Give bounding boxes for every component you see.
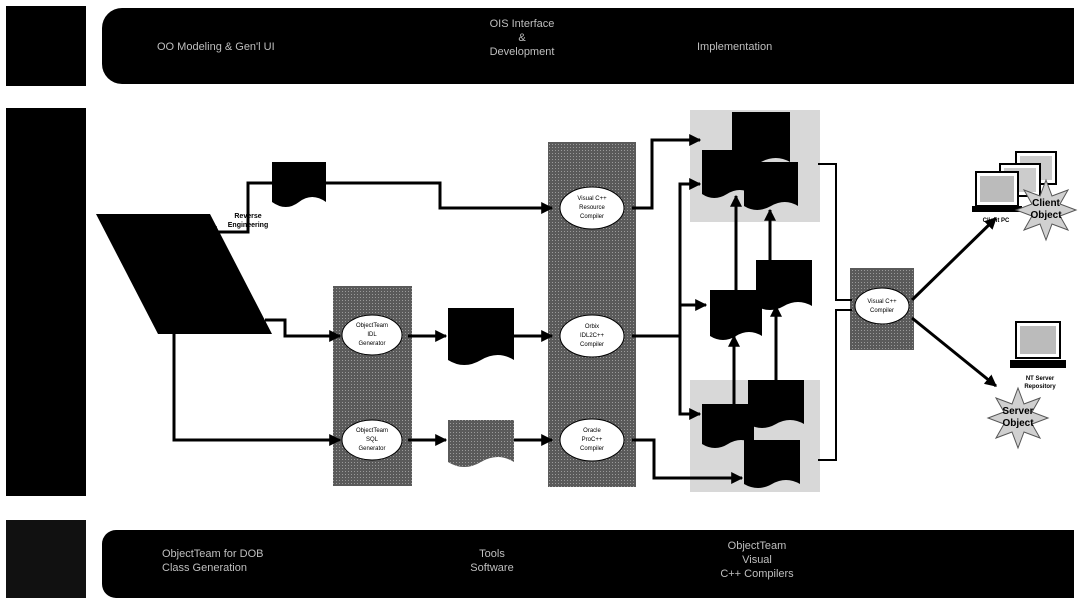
client-pc-label: Client PC: [983, 218, 1010, 224]
file-doc-4: [756, 260, 812, 310]
connector-resource-to-files: [632, 140, 700, 208]
connector-model-to-sql: [174, 334, 340, 440]
resource-compiler-line2: Resource: [579, 205, 605, 211]
reverse-doc: [272, 162, 326, 207]
visual-compiler-line2: Compiler: [870, 308, 894, 314]
visual-compiler-cloud: Visual C++ Compiler: [855, 288, 909, 324]
sql-doc: [448, 420, 514, 467]
connector-doc-to-resource: [326, 183, 552, 208]
connector-compiler-to-server: [912, 318, 996, 386]
resource-compiler-cloud: Visual C++ Resource Compiler: [560, 187, 624, 229]
idl-doc: [448, 308, 514, 365]
orbix-compiler-line2: IDL2C++: [580, 333, 605, 339]
idl-generator-line1: ObjectTeam: [356, 323, 388, 329]
connector-files-to-compiler: [818, 164, 852, 300]
proc-compiler-cloud: Oracle ProC++ Compiler: [560, 419, 624, 461]
resource-compiler-line1: Visual C++: [577, 196, 607, 202]
connector-model-to-idl: [265, 320, 340, 336]
file-doc-5: [710, 290, 762, 340]
sql-generator-line2: SQL: [366, 437, 379, 443]
reverse-engineering-line1: Reverse: [234, 213, 261, 220]
sql-generator-cloud: ObjectTeam SQL Generator: [342, 420, 402, 460]
idl-generator-cloud: ObjectTeam IDL Generator: [342, 315, 402, 355]
sql-generator-line3: Generator: [358, 446, 385, 452]
client-object-line2: Object: [1030, 210, 1062, 221]
nt-server-label-line2: Repository: [1024, 384, 1056, 390]
orbix-compiler-cloud: Orbix IDL2C++ Compiler: [560, 315, 624, 357]
proc-compiler-line1: Oracle: [583, 428, 601, 434]
proc-compiler-line2: ProC++: [582, 437, 603, 443]
sql-generator-line1: ObjectTeam: [356, 428, 388, 434]
nt-server-label-line1: NT Server: [1026, 376, 1055, 382]
server-object-starburst: Server Object: [988, 388, 1048, 448]
client-object-line1: Client: [1032, 198, 1060, 209]
reverse-engineering-line2: Engineering: [228, 222, 268, 229]
connector-compiler-to-client: [912, 218, 996, 300]
server-object-line1: Server: [1002, 406, 1033, 417]
visual-compiler-line1: Visual C++: [867, 299, 897, 305]
idl-generator-line3: Generator: [358, 341, 385, 347]
proc-compiler-line3: Compiler: [580, 446, 604, 452]
resource-compiler-line3: Compiler: [580, 214, 604, 220]
server-object-line2: Object: [1002, 418, 1034, 429]
orbix-compiler-line3: Compiler: [580, 342, 604, 348]
idl-generator-line2: IDL: [367, 332, 377, 338]
orbix-compiler-line1: Orbix: [585, 324, 599, 330]
connector-files-low-to-compiler: [818, 310, 852, 460]
nt-server-icon: [1010, 322, 1066, 368]
